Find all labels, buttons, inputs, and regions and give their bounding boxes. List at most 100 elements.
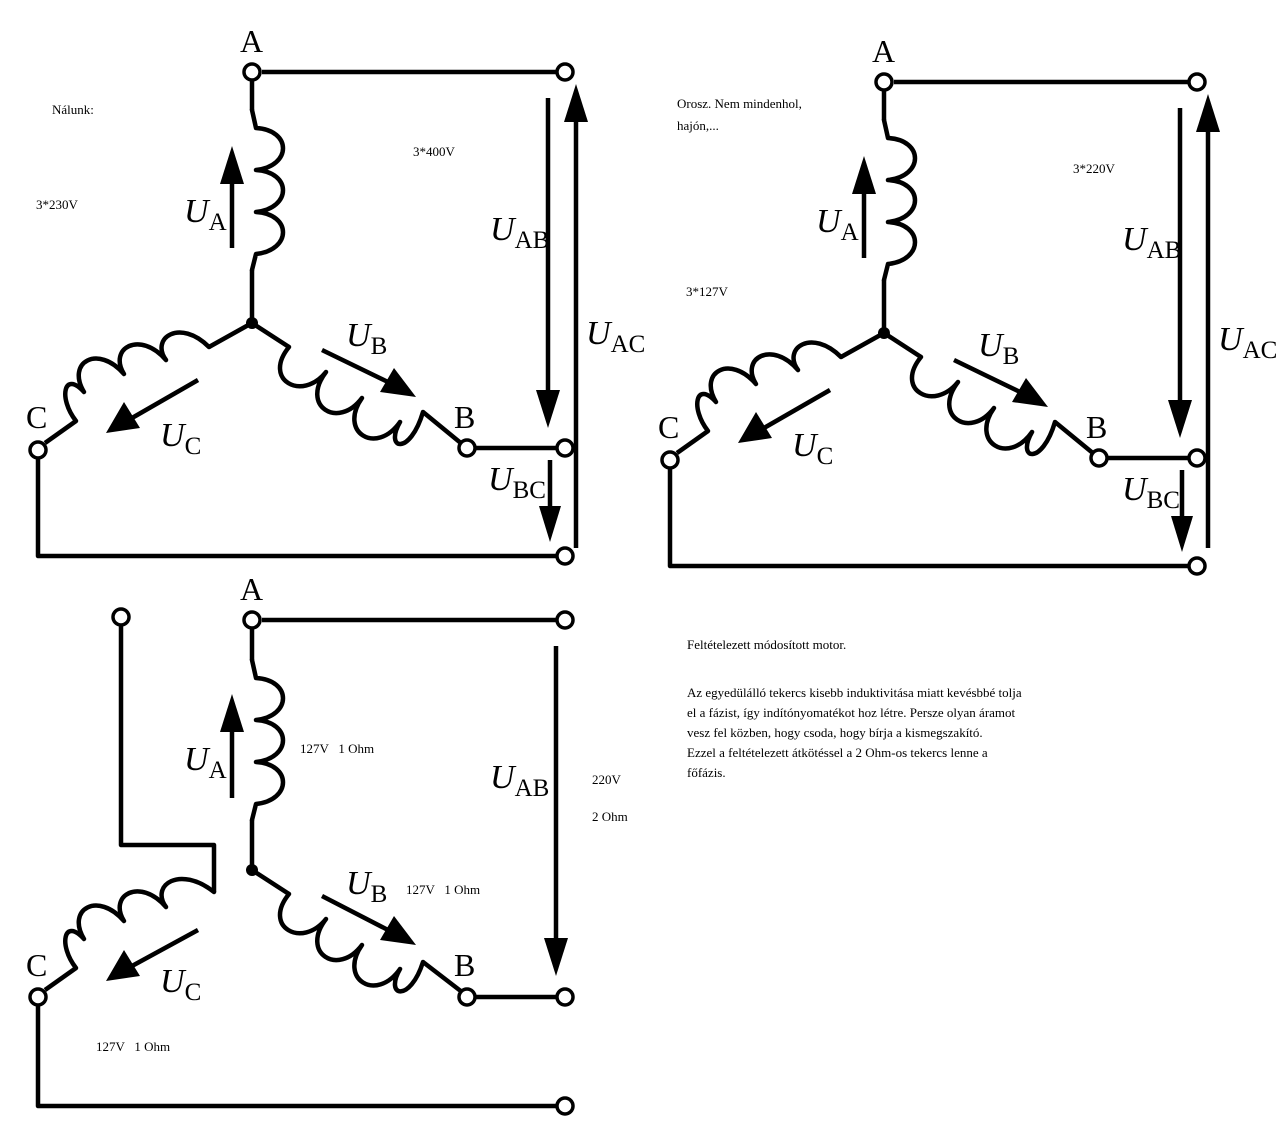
description-line-4: Ezzel a feltételezett átkötéssel a 2 Ohm… xyxy=(687,745,988,760)
label-a: A xyxy=(240,23,263,59)
note-nalunk: Nálunk: xyxy=(52,102,94,117)
label-c: C xyxy=(26,947,47,983)
diagram-2: A B C UA UB UC UAB UAC UBC Orosz. Nem mi… xyxy=(658,33,1277,576)
terminal-extra xyxy=(111,607,131,627)
terminal-a-right xyxy=(1187,72,1207,92)
arrow-uc xyxy=(106,378,200,433)
phase-voltage-note: 3*127V xyxy=(686,284,729,299)
terminal-c xyxy=(28,987,48,1007)
terminal-b-right xyxy=(1187,448,1207,468)
description-line-1: Az egyedülálló tekercs kisebb induktivit… xyxy=(687,685,1022,700)
note-orosz-line1: Orosz. Nem mindenhol, xyxy=(677,96,802,111)
label-ua: UA xyxy=(184,741,227,784)
coil-a-rating: 127V 1 Ohm xyxy=(300,741,374,756)
coil-b xyxy=(277,891,426,994)
terminal-b xyxy=(1089,448,1109,468)
arrow-ua xyxy=(220,694,244,798)
wire-c-bottom xyxy=(667,468,1188,569)
wire-coil-c-to-c xyxy=(43,966,78,992)
label-uab: UAB xyxy=(490,211,549,254)
uab-voltage-note: 220V xyxy=(592,772,622,787)
label-ua: UA xyxy=(184,193,227,236)
terminal-b xyxy=(457,987,477,1007)
note-orosz-line2: hajón,... xyxy=(677,118,719,133)
label-ubc: UBC xyxy=(1122,471,1180,514)
coil-b-rating: 127V 1 Ohm xyxy=(406,882,480,897)
wire-coil-c-to-c xyxy=(675,429,710,455)
wire-coil-c-to-c xyxy=(43,419,78,445)
wire-c-bottom xyxy=(35,1005,556,1109)
description: Feltételezett módosított motor. Az egyed… xyxy=(687,637,1022,780)
label-b: B xyxy=(1086,409,1107,445)
coil-c xyxy=(63,876,217,971)
arrow-ua xyxy=(852,156,876,258)
terminal-c xyxy=(660,450,680,470)
terminal-a xyxy=(874,72,894,92)
wire-coil-b-to-b xyxy=(1053,420,1096,456)
coil-a xyxy=(881,117,918,283)
diagram-1: A B C UA UB UC UAB UAC UBC Nálunk: 3*400… xyxy=(26,23,645,566)
coil-a xyxy=(249,107,286,273)
arrow-uc xyxy=(106,928,200,981)
line-voltage-note: 3*400V xyxy=(413,144,456,159)
label-uc: UC xyxy=(792,427,833,470)
terminal-a-right xyxy=(555,610,575,630)
label-c: C xyxy=(26,399,47,435)
wire-node-to-coil-b xyxy=(250,321,291,349)
arrow-uac xyxy=(564,84,588,548)
terminal-c xyxy=(28,440,48,460)
label-ub: UB xyxy=(346,317,387,360)
label-b: B xyxy=(454,399,475,435)
wire-coil-b-to-b xyxy=(421,410,464,446)
terminal-c-right xyxy=(555,1096,575,1116)
arrow-ubc xyxy=(1171,470,1193,552)
label-ub: UB xyxy=(346,865,387,908)
terminal-b-right xyxy=(555,987,575,1007)
label-uac: UAC xyxy=(586,315,645,358)
description-line-5: főfázis. xyxy=(687,765,726,780)
wire-coil-b-to-b xyxy=(421,960,464,994)
uab-resistance-note: 2 Ohm xyxy=(592,809,628,824)
terminal-c-right xyxy=(1187,556,1207,576)
terminal-b-right xyxy=(555,438,575,458)
arrow-ub xyxy=(321,347,416,397)
arrow-ub xyxy=(953,357,1048,407)
coil-c xyxy=(695,340,844,434)
label-uc: UC xyxy=(160,963,201,1006)
wire-rewired-c xyxy=(118,625,217,892)
label-ub: UB xyxy=(978,327,1019,370)
arrow-ua xyxy=(220,146,244,248)
description-line-2: el a fázist, így indítónyomatékot hoz lé… xyxy=(687,705,1016,720)
label-a: A xyxy=(240,571,263,607)
phase-voltage-note: 3*230V xyxy=(36,197,79,212)
label-b: B xyxy=(454,947,475,983)
terminal-b xyxy=(457,438,477,458)
wire-node-to-coil-b xyxy=(250,868,291,896)
wire-node-to-coil-b xyxy=(882,331,923,359)
label-ubc: UBC xyxy=(488,461,546,504)
wire-node-to-coil-c xyxy=(839,331,886,359)
label-c: C xyxy=(658,409,679,445)
label-a: A xyxy=(872,33,895,69)
label-uac: UAC xyxy=(1218,321,1277,364)
wire-node-to-coil-c xyxy=(207,321,254,349)
line-voltage-note: 3*220V xyxy=(1073,161,1116,176)
neutral-node xyxy=(878,327,890,339)
node xyxy=(246,864,258,876)
wire-c-bottom xyxy=(35,458,556,559)
label-uc: UC xyxy=(160,417,201,460)
arrow-ubc xyxy=(539,460,561,542)
arrow-uab xyxy=(536,98,560,428)
arrow-uac xyxy=(1196,94,1220,548)
terminal-a-right xyxy=(555,62,575,82)
description-title: Feltételezett módosított motor. xyxy=(687,637,846,652)
terminal-a xyxy=(242,610,262,630)
label-uab: UAB xyxy=(490,759,549,802)
coil-c xyxy=(63,330,212,424)
coil-c-rating: 127V 1 Ohm xyxy=(96,1039,170,1054)
arrow-ub xyxy=(320,893,416,945)
label-uab: UAB xyxy=(1122,221,1181,264)
coil-a xyxy=(249,657,286,823)
arrow-uab xyxy=(544,646,568,976)
